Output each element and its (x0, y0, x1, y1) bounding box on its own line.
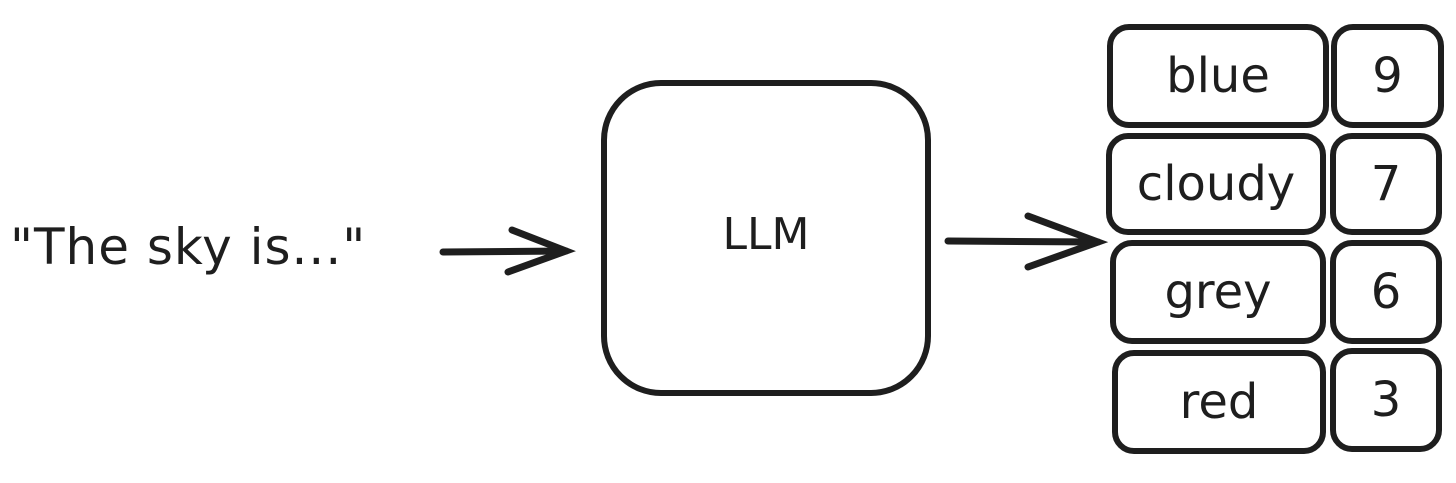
input-arrow-icon (439, 226, 576, 276)
token-word-cell: grey (1110, 240, 1326, 344)
token-word: red (1179, 374, 1259, 430)
token-score: 3 (1370, 372, 1402, 428)
token-score: 7 (1370, 156, 1402, 212)
token-score: 6 (1370, 264, 1402, 320)
token-word: grey (1164, 264, 1272, 320)
input-prompt-text: "The sky is..." (10, 218, 367, 276)
output-arrow-icon (944, 212, 1109, 271)
token-word-cell: red (1112, 350, 1326, 454)
token-word-cell: cloudy (1106, 133, 1326, 235)
llm-label: LLM (722, 208, 810, 260)
token-score-cell: 3 (1330, 348, 1442, 452)
token-word: cloudy (1136, 156, 1296, 212)
token-score-cell: 6 (1330, 240, 1442, 344)
token-word-cell: blue (1107, 24, 1329, 128)
token-score-cell: 9 (1331, 24, 1444, 128)
token-score: 9 (1372, 48, 1403, 104)
token-word: blue (1166, 48, 1270, 104)
llm-box: LLM (601, 80, 931, 396)
token-score-cell: 7 (1330, 133, 1442, 235)
